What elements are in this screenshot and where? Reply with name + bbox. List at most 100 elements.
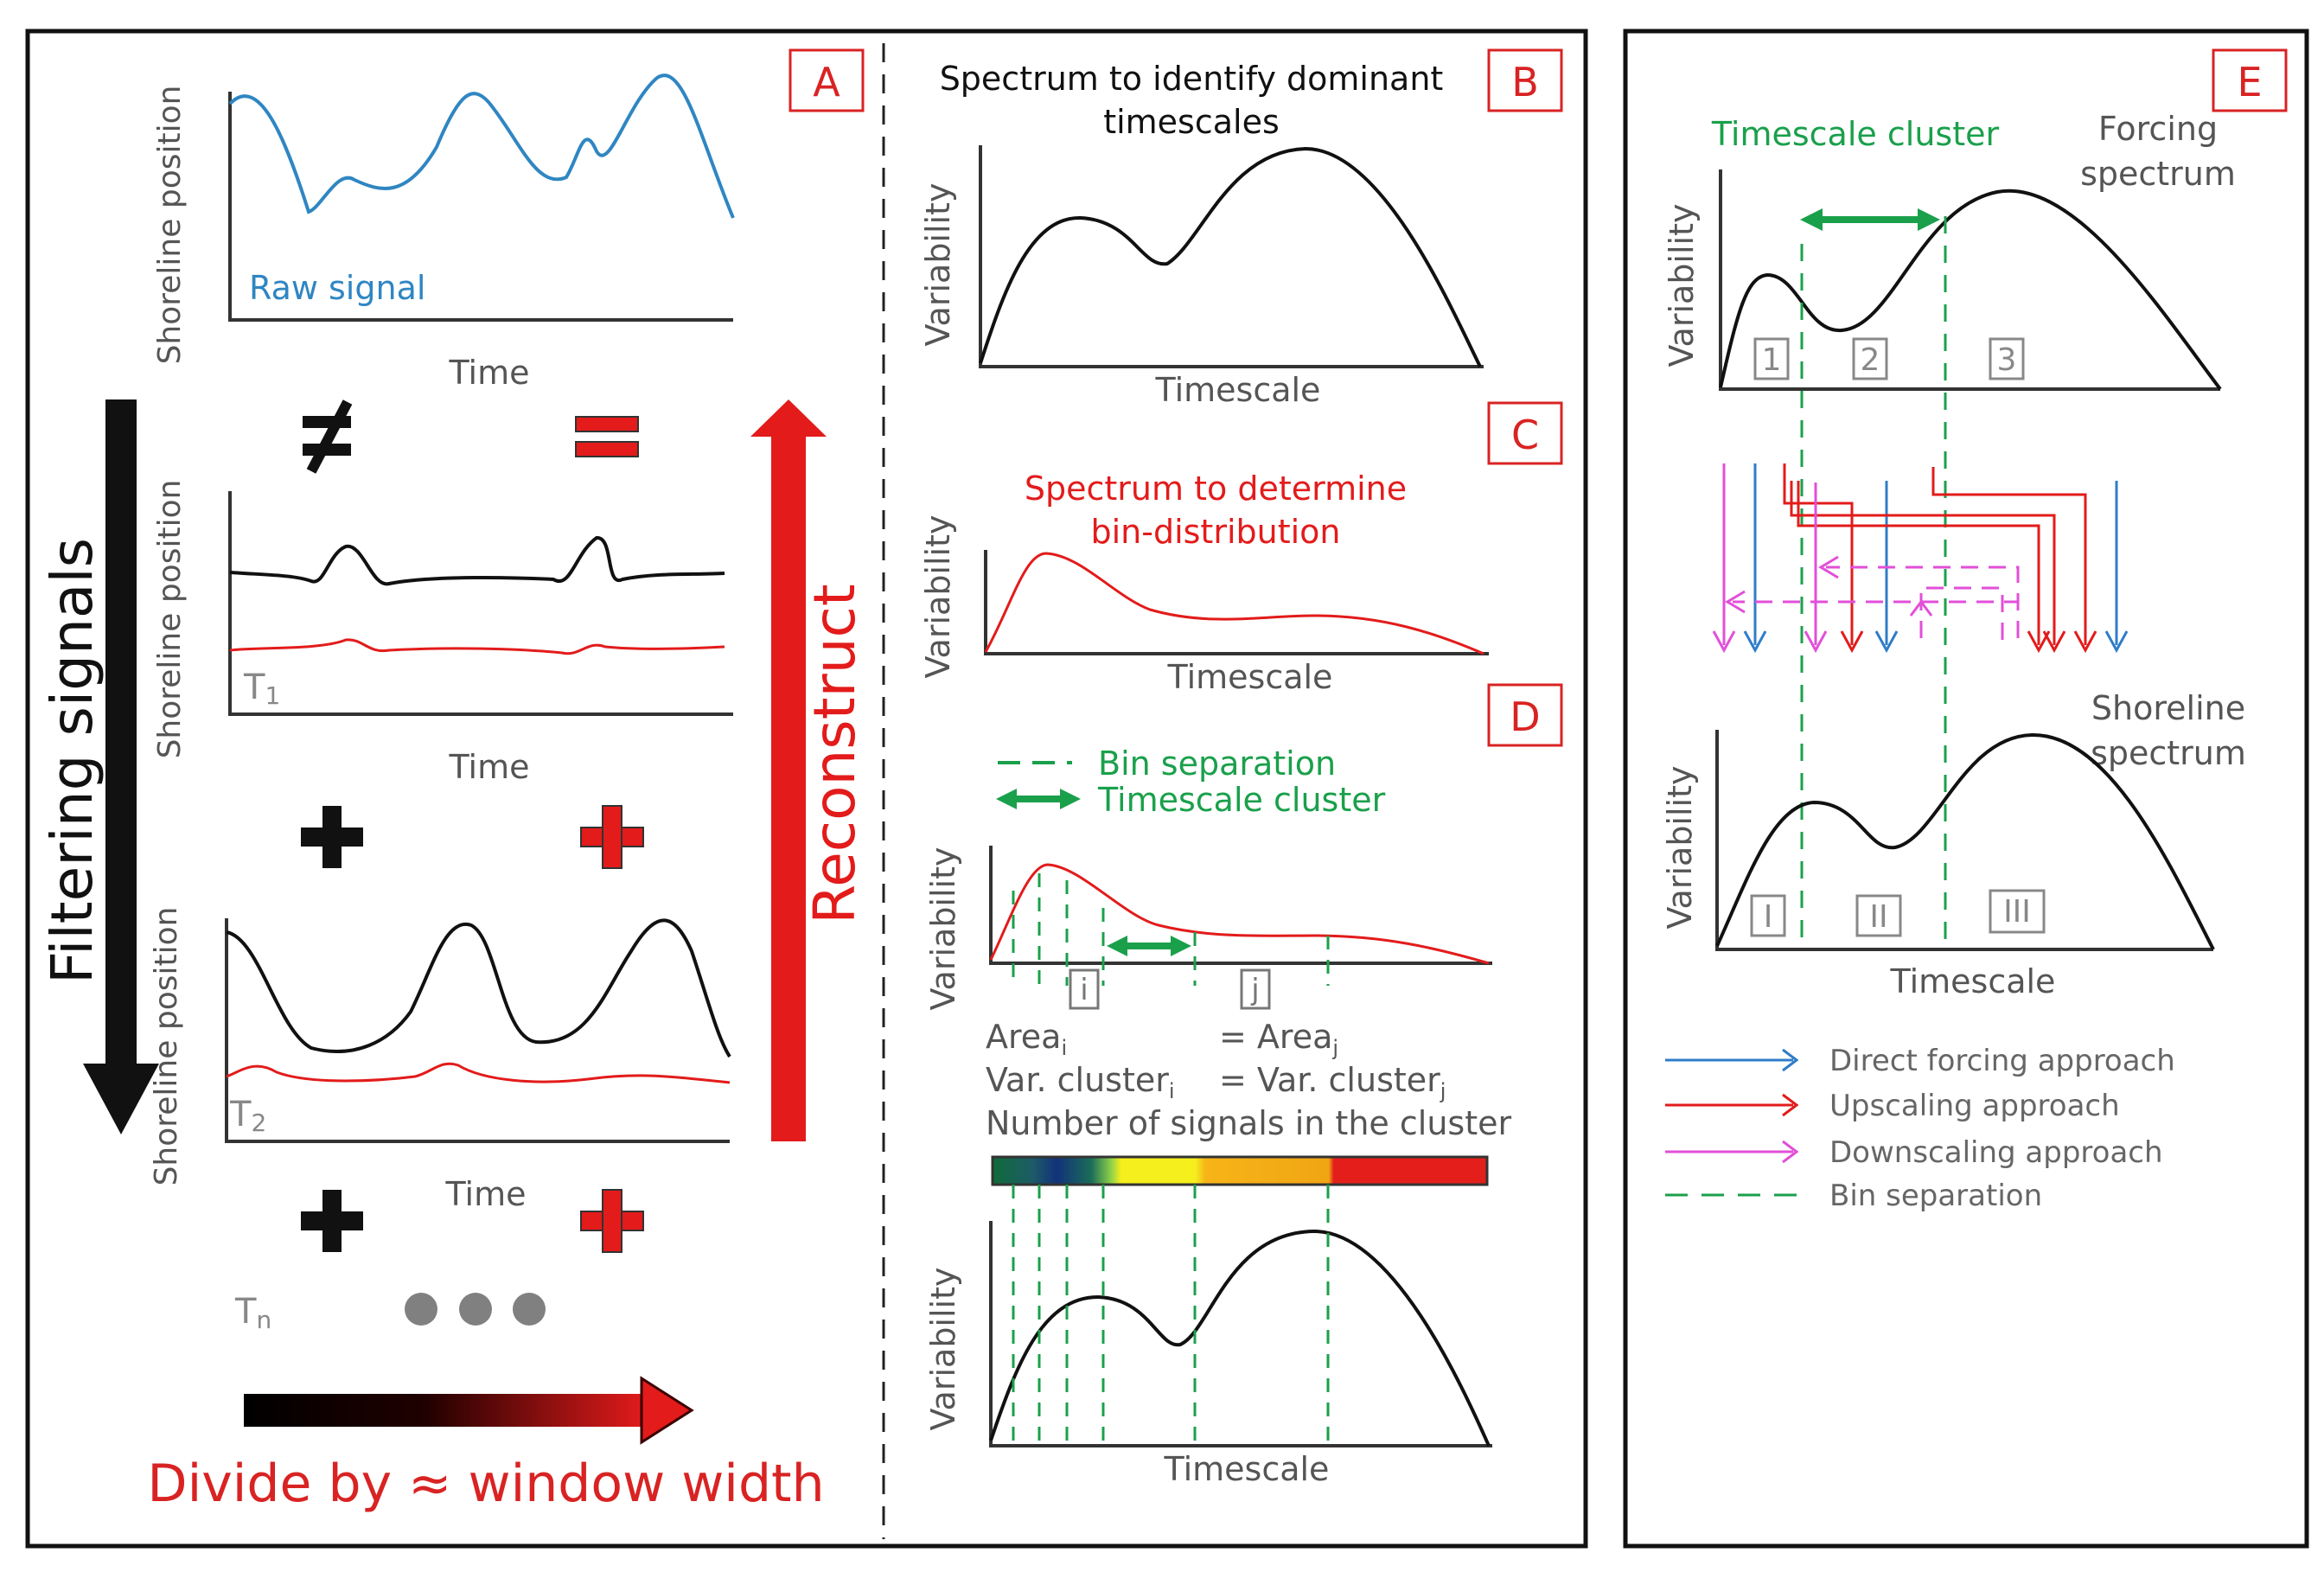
forcing-spectrum-line1: Forcing xyxy=(2098,110,2218,148)
legend-upscaling-arrowhead xyxy=(1782,1093,1799,1117)
downscaling-arrow xyxy=(1733,600,2020,605)
t2-label: T2 xyxy=(229,1095,266,1137)
forcing-spectrum-line2: spectrum xyxy=(2080,155,2236,193)
plus-icon xyxy=(580,805,644,869)
box-j-label: j xyxy=(1250,973,1259,1007)
panel-d-bottom-curve xyxy=(989,1229,1491,1447)
t1-red-curve xyxy=(229,638,725,655)
cluster-arrow-e-icon xyxy=(1800,208,1940,231)
upscaling-arrow xyxy=(1790,481,2056,645)
legend-downscaling-arrowhead xyxy=(1782,1140,1799,1164)
legend-direct-forcing-arrowhead xyxy=(1782,1048,1799,1072)
downscaling-arrow xyxy=(1826,566,2020,638)
shoreline-spectrum-curve xyxy=(1715,732,2215,950)
panel-b-spectrum-curve xyxy=(979,146,1482,367)
xlabel-plot1: Time xyxy=(449,354,530,392)
filtering-arrow-icon xyxy=(83,399,159,1134)
box-I-label: I xyxy=(1764,899,1773,935)
panel-e: E Timescale cluster Forcing spectrum Var… xyxy=(1661,48,2288,1213)
area-i-label: Areai xyxy=(986,1018,1067,1060)
legend-bin-separation-label: Bin separation xyxy=(1829,1179,2042,1213)
panel-e-cluster-label: Timescale cluster xyxy=(1711,115,2000,153)
upscaling-arrow xyxy=(1931,467,2087,645)
xlabel-plot3: Time xyxy=(445,1175,527,1213)
panel-e-ylabel-bottom: Variability xyxy=(1661,766,1699,930)
box-I xyxy=(1750,894,1786,937)
axis-plot1 xyxy=(228,92,733,322)
panel-a: A Raw signal Shoreline position Time T1 … xyxy=(39,48,868,1514)
axis-panel-e-bottom xyxy=(1715,730,2213,951)
panel-c-xlabel: Timescale xyxy=(1167,658,1333,696)
panel-e-legend: Direct forcing approach Upscaling approa… xyxy=(1665,1044,2175,1213)
panel-b: B Spectrum to identify dominant timescal… xyxy=(919,48,1563,409)
box-II-label: II xyxy=(1869,899,1887,935)
box-j xyxy=(1240,968,1271,1010)
timescale-cluster-arrow-icon xyxy=(1107,936,1191,956)
panel-d-ylabel-bottom: Variability xyxy=(924,1268,962,1431)
t2-red-curve xyxy=(226,1062,731,1084)
panel-a-label: A xyxy=(813,59,840,105)
box-2 xyxy=(1852,337,1888,380)
box-3 xyxy=(1989,337,2025,380)
shoreline-spectrum-line2: spectrum xyxy=(2091,734,2246,772)
panel-c-spectrum-curve xyxy=(984,552,1484,655)
downscaling-arrows xyxy=(1722,463,2020,645)
panel-e-xlabel: Timescale xyxy=(1890,962,2056,1000)
not-equal-icon xyxy=(303,399,353,474)
divide-arrow-icon xyxy=(244,1376,694,1445)
panel-c-label: C xyxy=(1511,412,1539,458)
panel-d-ylabel-top: Variability xyxy=(924,847,962,1011)
equals-icon xyxy=(575,416,639,457)
panel-e-label: E xyxy=(2237,59,2262,105)
raw-signal-curve xyxy=(228,73,735,219)
box-III-label: III xyxy=(2003,894,2031,930)
axis-panel-d-bottom xyxy=(989,1221,1492,1447)
ellipsis-icon xyxy=(405,1293,546,1326)
shoreline-spectrum-line1: Shoreline xyxy=(2091,689,2245,727)
var-i-label: Var. clusteri xyxy=(986,1061,1175,1103)
box-3-label: 3 xyxy=(1997,342,2017,378)
axis-panel-e-top xyxy=(1719,169,2220,391)
panel-c-title-line2: bin-distribution xyxy=(1090,513,1340,551)
box-1-label: 1 xyxy=(1762,342,1782,378)
ylabel-plot1: Shoreline position xyxy=(152,86,188,365)
area-j-label: = Areaj xyxy=(1219,1018,1338,1060)
legend-upscaling-label: Upscaling approach xyxy=(1829,1089,2120,1123)
axis-panel-c xyxy=(984,550,1489,655)
panel-d-label: D xyxy=(1510,693,1540,740)
panel-e-label-box xyxy=(2212,48,2288,112)
panel-d-top-bin-lines xyxy=(1012,873,1330,986)
axis-panel-d-top xyxy=(989,846,1492,965)
forcing-spectrum-curve xyxy=(1719,189,2222,391)
xlabel-plot2: Time xyxy=(449,748,530,786)
box-III xyxy=(1989,889,2046,934)
frame-left xyxy=(25,29,1588,1549)
panel-b-title-line2: timescales xyxy=(1103,103,1280,141)
panel-e-ylabel-top: Variability xyxy=(1663,204,1701,367)
t1-black-curve xyxy=(229,536,725,586)
reconstruct-label: Reconstruct xyxy=(801,584,868,923)
tn-label: Tn xyxy=(234,1292,271,1334)
plus-icon xyxy=(580,1189,644,1253)
panel-b-label: B xyxy=(1511,59,1539,105)
panel-b-ylabel: Variability xyxy=(919,183,957,347)
box-1 xyxy=(1753,337,1790,380)
ylabel-plot3: Shoreline position xyxy=(149,907,184,1186)
t2-black-curve xyxy=(226,918,731,1058)
box-i-label: i xyxy=(1080,973,1088,1007)
upscaling-arrowheads xyxy=(1840,630,2097,654)
filtering-label: Filtering signals xyxy=(39,538,105,984)
panel-d-top-curve xyxy=(989,863,1490,965)
axis-panel-b xyxy=(979,145,1484,368)
legend-direct-forcing-label: Direct forcing approach xyxy=(1829,1044,2175,1078)
upscaling-arrow xyxy=(1797,481,2040,645)
plus-icon xyxy=(301,806,363,868)
divide-label: Divide by ≈ window width xyxy=(147,1454,824,1514)
legend-downscaling-label: Downscaling approach xyxy=(1829,1135,2163,1170)
downscaling-arrowheads xyxy=(1712,555,1933,654)
legend-cluster-arrow-icon xyxy=(996,789,1081,809)
t1-label: T1 xyxy=(243,668,280,710)
upscaling-arrow xyxy=(1783,463,1854,645)
legend-bin-label: Bin separation xyxy=(1098,744,1336,783)
